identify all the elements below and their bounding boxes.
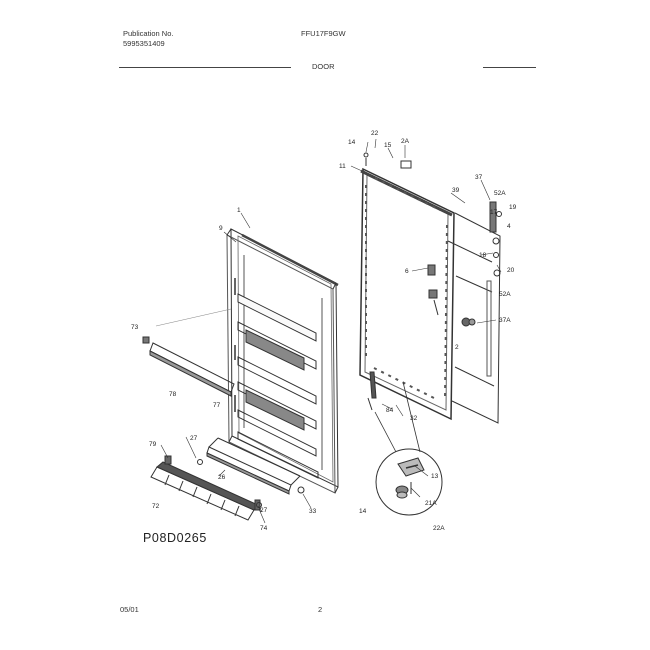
callout: 1 [237, 207, 241, 214]
leader-lines [160, 138, 502, 524]
callout: 37A [499, 317, 511, 324]
callout: 9 [219, 225, 223, 232]
hinge-detail-circle [374, 381, 443, 516]
callout: 84 [386, 407, 394, 414]
callout: 39 [452, 187, 460, 194]
callout: 33 [309, 508, 317, 515]
callout: 27 [190, 435, 198, 442]
callout: 14 [359, 508, 367, 515]
callout: 19 [509, 204, 517, 211]
hinge-parts [363, 152, 502, 411]
callout: 26 [218, 474, 226, 481]
screw-27 [197, 459, 203, 465]
section-title: DOOR [312, 62, 335, 71]
callout: 2A [401, 138, 410, 145]
model-number: FFU17F9GW [301, 29, 346, 38]
callout: 79 [149, 441, 157, 448]
callout: 11 [339, 163, 346, 170]
door-shelves [234, 278, 319, 479]
callout: 21A [425, 500, 437, 507]
footer-date: 05/01 [120, 605, 139, 614]
outer-door-panel [447, 212, 501, 424]
shelf-bar [142, 308, 235, 397]
lower-shelf-bar [206, 437, 301, 495]
screw-33 [297, 486, 305, 494]
callout: 2 [455, 344, 459, 351]
callout: 32 [410, 415, 418, 422]
callout: 14 [348, 139, 356, 146]
callout: 6 [405, 268, 409, 275]
callout: 20 [507, 267, 515, 274]
callout: 27 [260, 507, 268, 514]
header-rule-right [483, 67, 536, 68]
callout: 73 [131, 324, 139, 331]
callout: 74 [260, 525, 268, 532]
callout: 4 [507, 223, 511, 230]
door-gasket [359, 167, 455, 421]
figure-code: P08D0265 [143, 531, 207, 545]
callout: 13 [431, 473, 439, 480]
callout: 18 [479, 252, 487, 259]
bottom-rack [150, 455, 261, 521]
door-liner [226, 228, 339, 494]
callout: 78 [169, 391, 177, 398]
callout: 77 [213, 402, 221, 409]
header-rule-left [119, 67, 291, 68]
callout: 15 [384, 142, 392, 149]
callout: 22A [433, 525, 445, 532]
callout: 22 [371, 130, 379, 137]
publication-label: Publication No. [123, 29, 174, 38]
publication-number: 5995351409 [123, 39, 165, 48]
callout: 17 [490, 209, 498, 216]
page-number: 2 [318, 605, 323, 614]
callout-labels: 14 22 15 2A 11 37 39 52A 17 19 4 1 9 18 … [131, 130, 517, 532]
callout: 37 [475, 174, 483, 181]
callout: 52A [494, 190, 506, 197]
callout: 72 [152, 503, 160, 510]
callout: 52A [499, 291, 511, 298]
